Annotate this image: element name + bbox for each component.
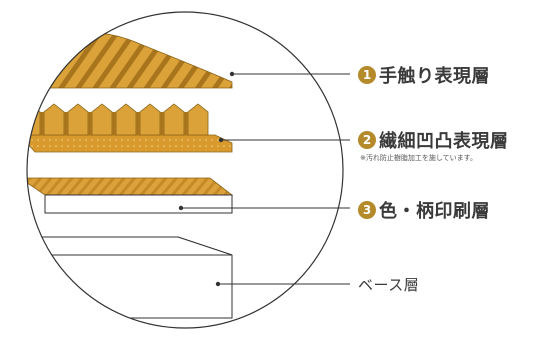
lens-circle: [26, 11, 344, 329]
leader-lines: [181, 73, 350, 285]
base-layer: [27, 236, 233, 319]
layer-1-text: 手触り表現層: [379, 66, 490, 87]
layer-4-label: ベース層: [358, 274, 419, 295]
layer-2-note: ※汚れ防止樹脂加工を施しています。: [360, 154, 477, 162]
leader-dots: [178, 71, 235, 287]
layer-2-text: 繊細凹凸表現層: [379, 131, 509, 152]
number-badge-1: 1: [358, 66, 376, 84]
layer-4-text: ベース層: [358, 276, 420, 294]
layer-3-label: 3 色・柄印刷層: [358, 197, 490, 223]
number-badge-2: 2: [358, 131, 376, 149]
layer-2-label: 2 繊細凹凸表現層: [358, 127, 509, 153]
touch-layer: [27, 32, 233, 89]
texture-layer: [27, 103, 233, 153]
layer-1-label: 1 手触り表現層: [358, 62, 490, 88]
number-badge-3: 3: [358, 201, 376, 219]
layer-3-text: 色・柄印刷層: [379, 201, 490, 222]
